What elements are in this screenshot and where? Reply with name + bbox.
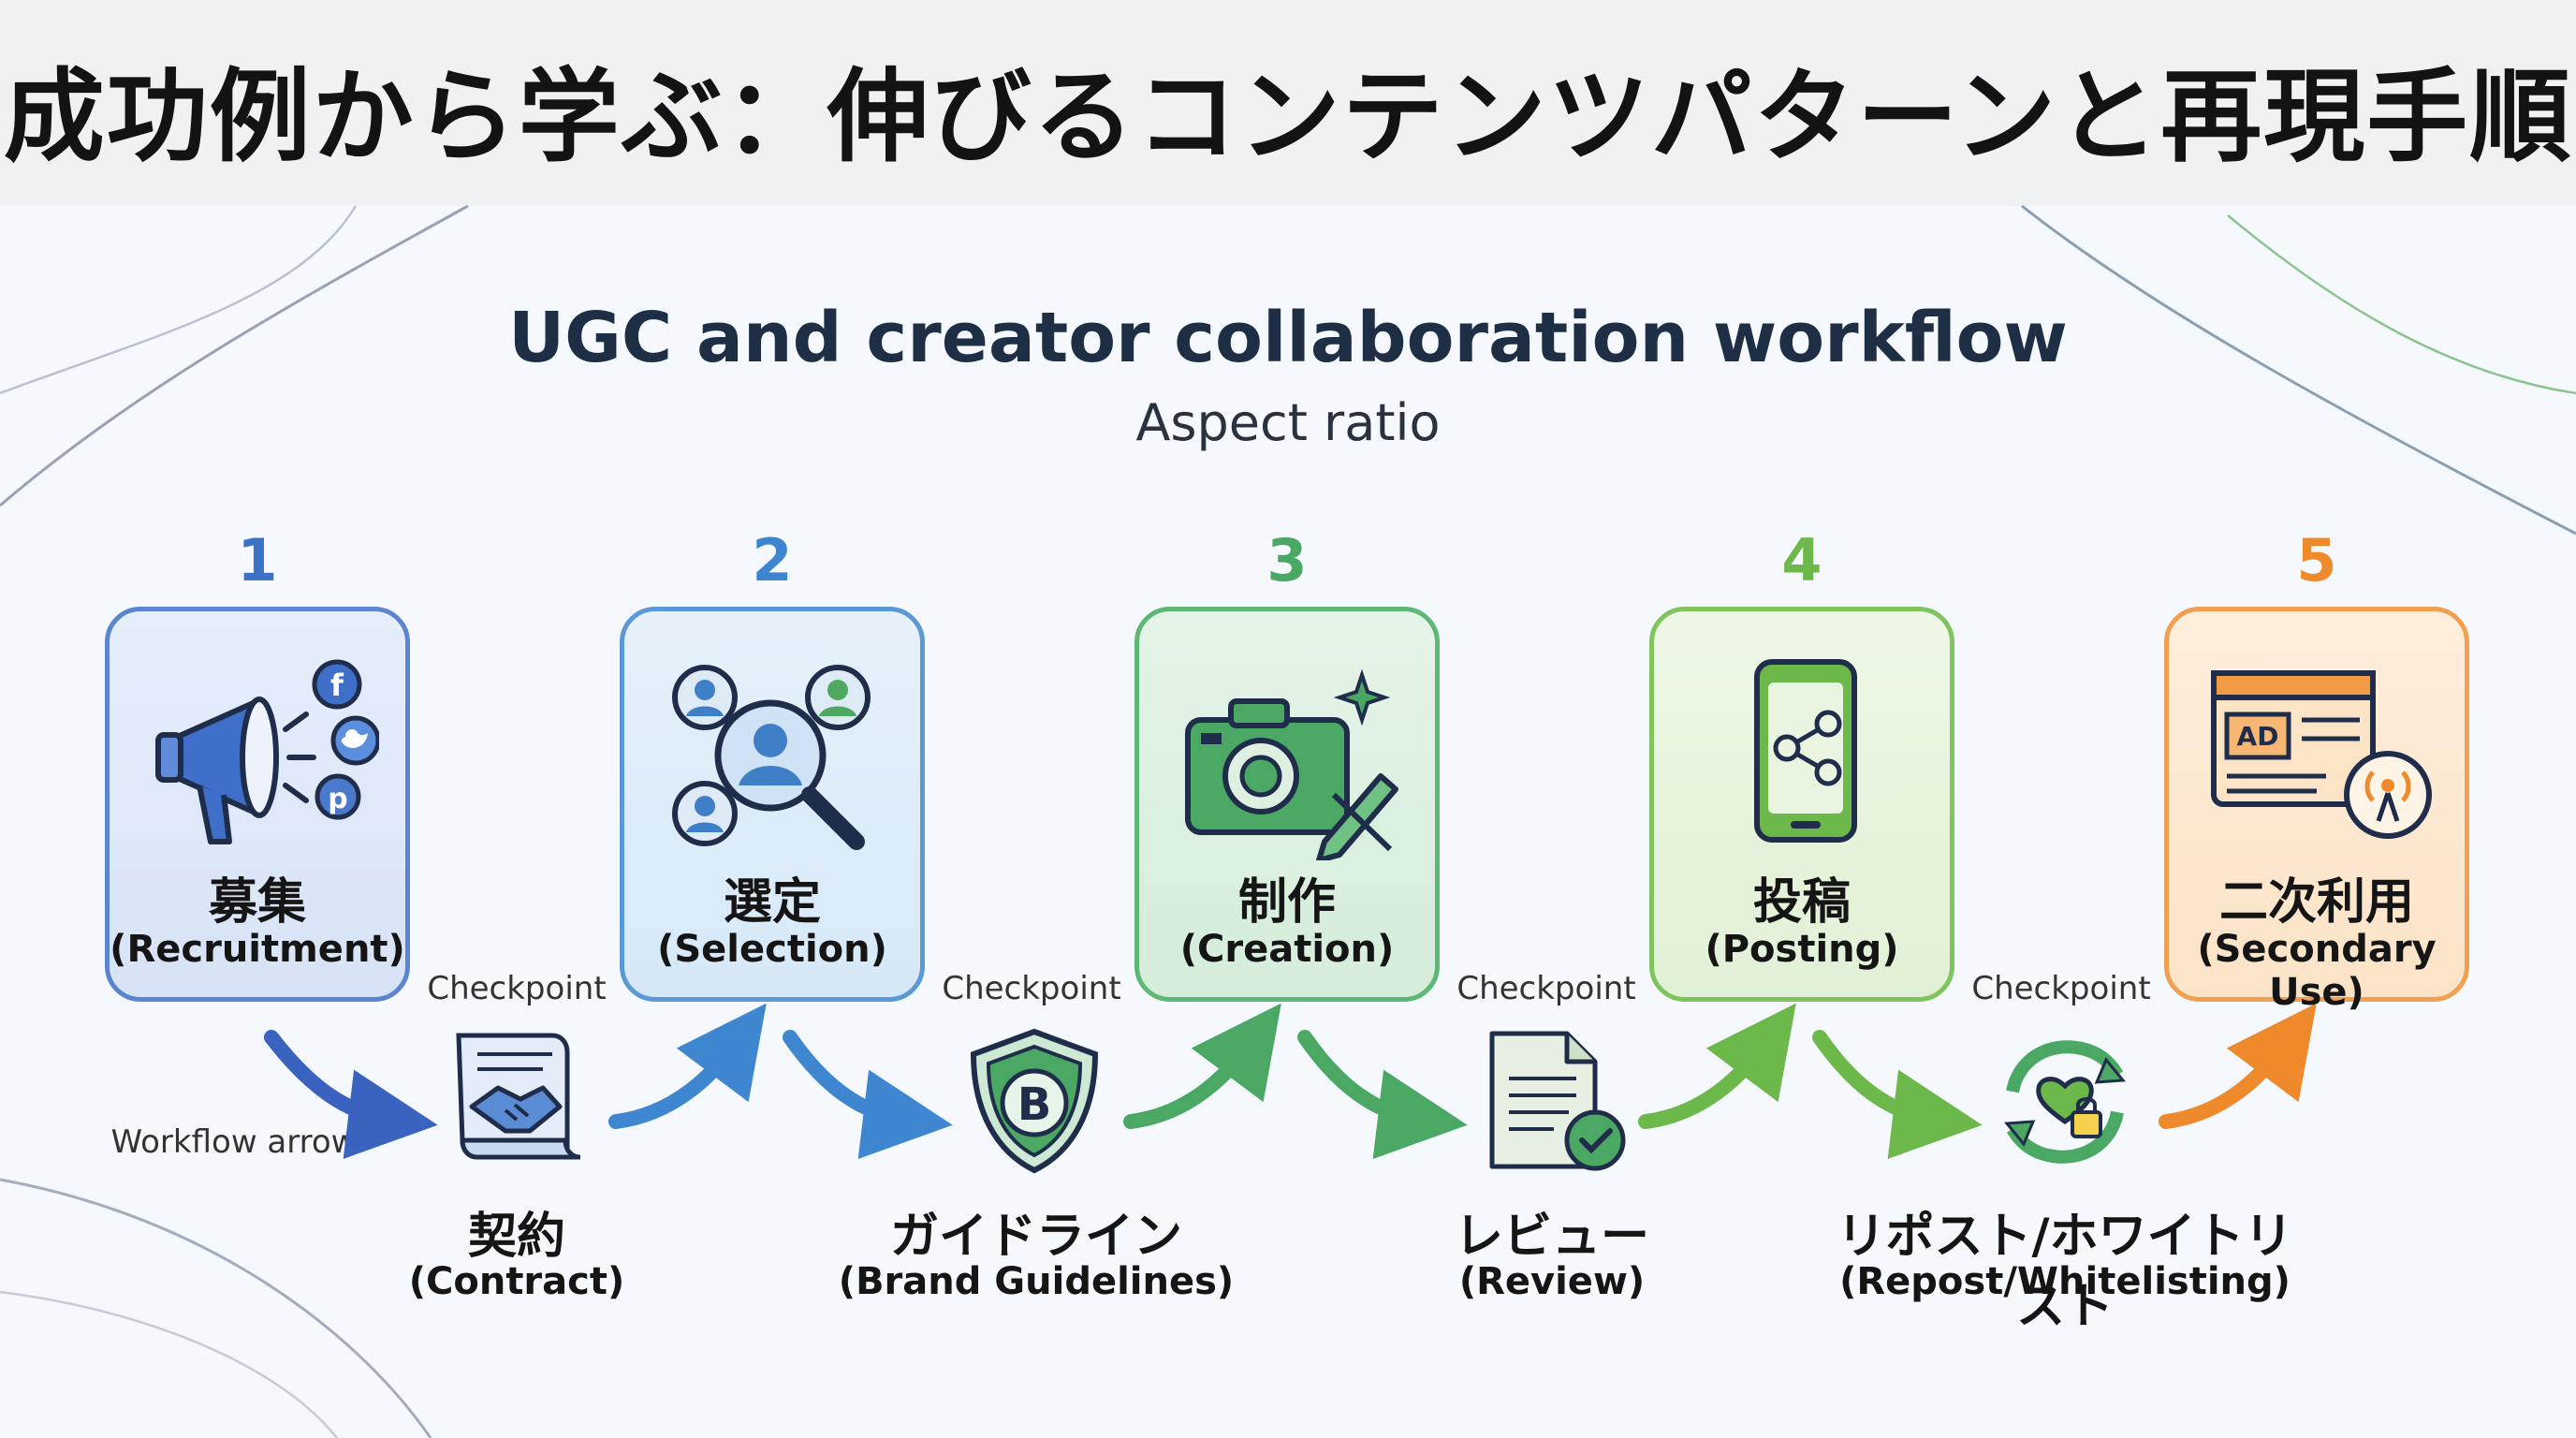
workflow-arrow-label: Workflow arrow (110, 1123, 358, 1161)
step-label-ja: 制作 (1237, 874, 1336, 931)
svg-text:AD: AD (2237, 721, 2279, 752)
arrow-review-to-posting (1638, 1003, 1796, 1129)
ad-broadcast-icon: AD (2211, 670, 2432, 839)
step-card-selection: 選定 (Selection) (620, 607, 925, 1002)
step-number-4: 4 (1781, 526, 1822, 594)
step-label-en: (Creation) (1179, 928, 1395, 971)
title-bar (0, 0, 2576, 206)
step-card-recruitment: f p 募集 (Recruitment) (105, 607, 410, 1002)
checkpoint-label-ja-4: リポスト/ホワイトリスト (1837, 1209, 2293, 1335)
step-label-ja: 選定 (723, 874, 821, 931)
diagram-title: UGC and creator collaboration workflow (508, 298, 2068, 378)
step-number-1: 1 (237, 526, 278, 594)
arrow-repost-to-secondary-use (2159, 1003, 2317, 1129)
diagram-subtitle: Aspect ratio (1135, 393, 1441, 452)
checkpoint-label-ja-1: 契約 (467, 1209, 565, 1265)
checkpoint-label-ja-3: レビュー (1454, 1209, 1649, 1265)
step-label-ja: 募集 (208, 874, 306, 931)
step-number-5: 5 (2296, 526, 2337, 594)
step-label-en: (Recruitment) (110, 928, 405, 971)
svg-text:f: f (330, 668, 344, 703)
checkpoint-label-en-4: (Repost/Whitelisting) (1839, 1260, 2291, 1303)
step-label-en: (Posting) (1705, 928, 1899, 971)
step-label-ja: 二次利用 (2218, 874, 2414, 931)
people-search-icon (672, 665, 871, 850)
checkpoint-label-en-2: (Brand Guidelines) (838, 1260, 1235, 1303)
checkpoint-label-4: Checkpoint (1971, 970, 2151, 1007)
step-label-ja: 投稿 (1752, 874, 1851, 931)
checkpoint-label-ja-2: ガイドライン (889, 1209, 1182, 1265)
step-number-2: 2 (752, 526, 793, 594)
arrow-recruitment-to-contract (264, 1030, 438, 1159)
page-title: 成功例から学ぶ：伸びるコンテンツパターンと再現手順 (3, 59, 2573, 176)
phone-share-icon (1754, 659, 1857, 843)
arrow-contract-to-selection (608, 1003, 767, 1129)
checkpoint-label-2: Checkpoint (942, 970, 1121, 1007)
checkpoint-label-1: Checkpoint (427, 970, 607, 1007)
megaphone-social-icon: f p (155, 659, 379, 844)
review-document-icon (1489, 1031, 1626, 1171)
arrow-selection-to-guidelines (783, 1030, 953, 1159)
step-label-en: (Selection) (657, 928, 887, 971)
svg-text:p: p (328, 783, 347, 815)
arrow-posting-to-repost (1812, 1030, 1983, 1159)
checkpoint-label-en-1: (Contract) (408, 1260, 625, 1303)
arrow-creation-to-review (1297, 1030, 1468, 1159)
step-card-creation: 制作 (Creation) (1134, 607, 1440, 1002)
svg-text:B: B (1017, 1078, 1052, 1131)
step-number-3: 3 (1266, 526, 1308, 594)
brand-shield-icon: B (970, 1028, 1099, 1174)
contract-handshake-icon (456, 1033, 581, 1160)
step-card-posting: 投稿 (Posting) (1649, 607, 1954, 1002)
repost-cycle-icon (2004, 1040, 2126, 1164)
checkpoint-label-3: Checkpoint (1456, 970, 1636, 1007)
arrow-guidelines-to-creation (1123, 1003, 1281, 1129)
checkpoint-label-en-3: (Review) (1458, 1260, 1646, 1303)
camera-pencil-icon (1185, 668, 1398, 860)
